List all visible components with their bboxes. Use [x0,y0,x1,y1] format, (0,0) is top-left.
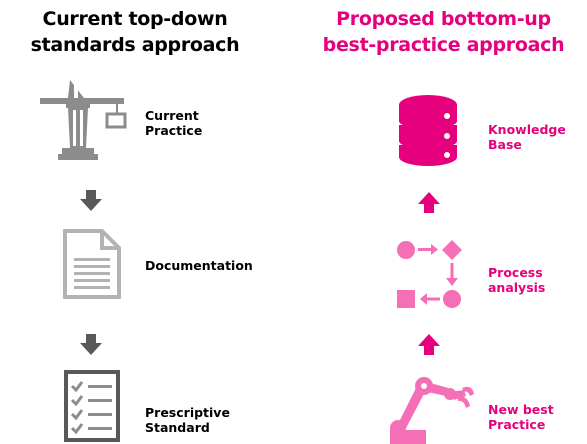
right-title-line2: best-practice approach [322,34,565,56]
step-knowledge-base-label: Knowledge Base [488,122,566,152]
up-arrow-icon [418,334,440,355]
right-title-line1: Proposed bottom-up [336,8,551,30]
up-arrow-icon [418,192,440,213]
left-column-title: Current top-down standards approach [0,6,270,58]
step-current-practice-label: Current Practice [145,108,203,138]
step-process-analysis-label: Process analysis [488,265,546,295]
process-flow-icon [397,240,462,308]
checklist-icon [64,370,120,442]
down-arrow-icon [80,334,102,355]
document-icon [63,229,121,299]
down-arrow-icon [80,190,102,211]
step-new-best-practice-label: New best Practice [488,402,554,432]
database-icon [399,95,457,166]
step-documentation-label: Documentation [145,258,253,273]
right-column-title: Proposed bottom-up best-practice approac… [300,6,587,58]
left-title-line1: Current top-down [42,8,228,30]
robot-arm-icon [390,377,474,444]
left-title-line2: standards approach [30,34,240,56]
step-prescriptive-standard-label: Prescriptive Standard [145,405,230,435]
crane-icon [40,80,127,160]
